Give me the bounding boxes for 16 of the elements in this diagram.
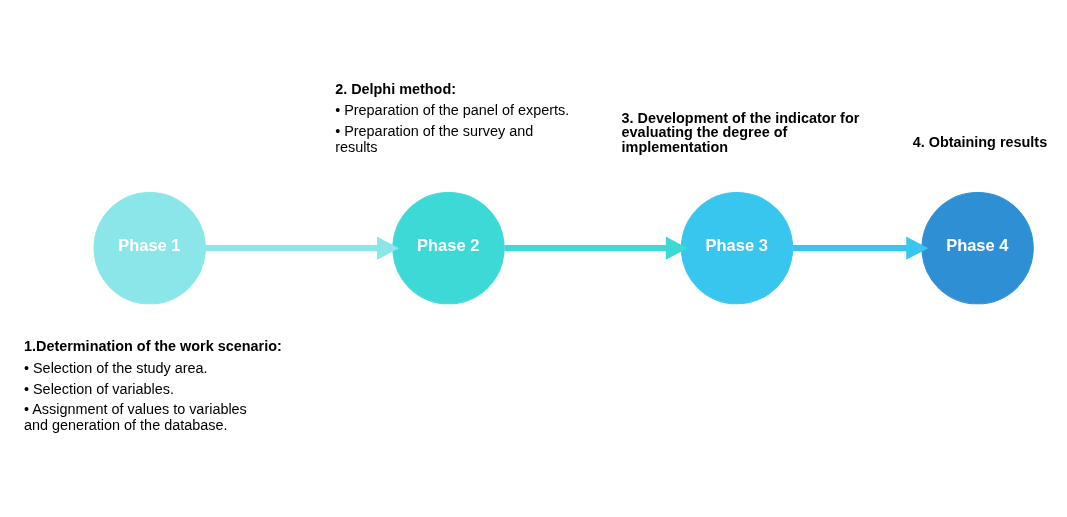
arrow xyxy=(504,236,688,260)
node-label: • Preparation of the survey and results xyxy=(335,123,534,155)
node-circle: Phase 1 xyxy=(93,192,206,305)
node-label: 4. Obtaining results xyxy=(912,134,1048,151)
node-label: • Preparation of the panel of experts. xyxy=(335,102,570,119)
node-label: • Assignment of values to variables and generation of the database. xyxy=(23,401,247,433)
arrow xyxy=(792,236,929,260)
node-circle: Phase 4 xyxy=(921,192,1034,305)
node-label: 2. Delphi method: xyxy=(335,80,457,97)
node-label: 3. Development of the indicator for evaluating the degree of implementation xyxy=(621,109,860,155)
node-label: 1.Determination of the work scenario: xyxy=(23,338,282,355)
node-circle: Phase 3 xyxy=(680,192,794,305)
node-label: • Selection of variables. xyxy=(23,380,174,397)
node-circle: Phase 2 xyxy=(392,192,505,305)
node-label: • Selection of the study area. xyxy=(23,360,208,377)
arrow xyxy=(205,236,400,260)
